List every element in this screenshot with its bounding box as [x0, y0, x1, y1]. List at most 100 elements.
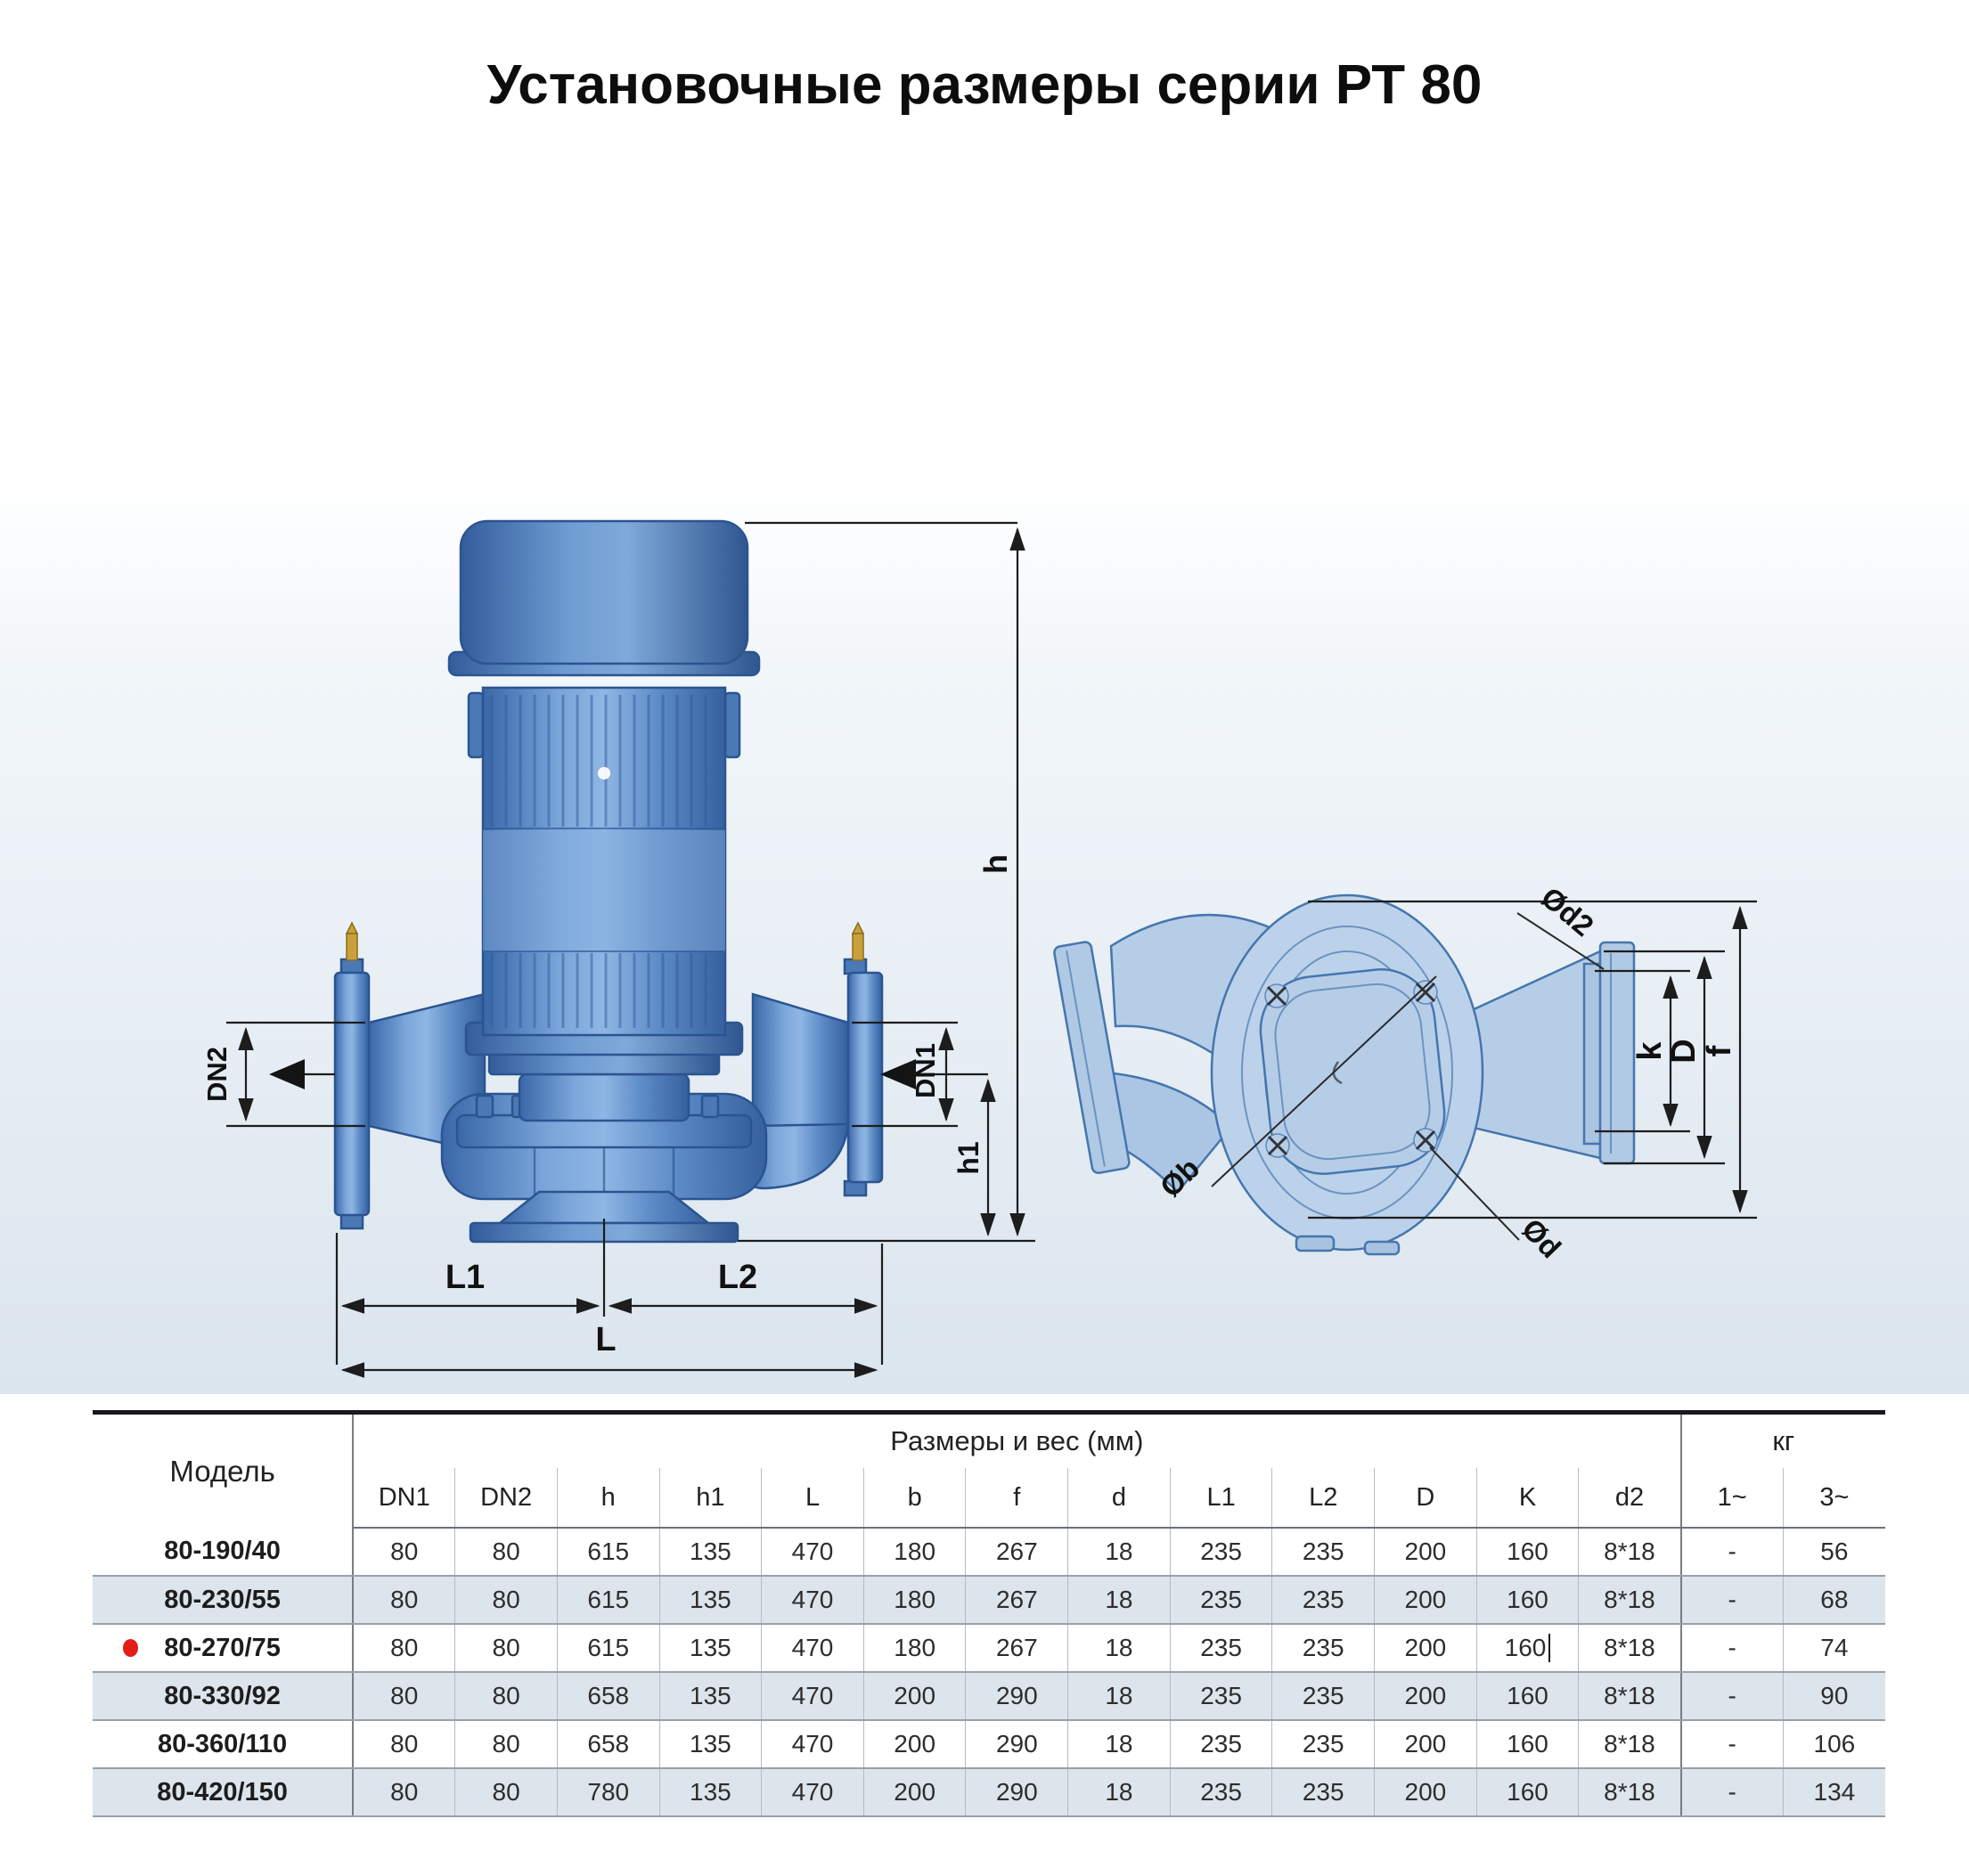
drain-plug — [346, 933, 358, 961]
column-header: L2 — [1271, 1468, 1375, 1529]
value-cell: 18 — [1067, 1528, 1171, 1577]
value-cell: 235 — [1271, 1672, 1375, 1721]
value-cell: 18 — [1067, 1768, 1171, 1817]
dimensions-table: Модель Размеры и вес (мм) кг DN1 DN2 h h… — [93, 1410, 1885, 1817]
value-cell: 290 — [965, 1720, 1068, 1769]
value-cell: 290 — [965, 1768, 1068, 1817]
value-cell: 200 — [1374, 1624, 1477, 1673]
bearing-cover — [1259, 968, 1446, 1175]
value-cell: 160 — [1475, 1768, 1579, 1817]
dim-label-k: k — [1631, 1041, 1669, 1061]
value-cell: 235 — [1169, 1768, 1272, 1817]
model-cell: 80-330/92 — [93, 1672, 355, 1721]
column-header: L — [761, 1468, 864, 1529]
column-header: 1~ — [1679, 1468, 1784, 1529]
value-cell: 80 — [454, 1672, 558, 1721]
value-cell: 200 — [1374, 1768, 1477, 1817]
value-cell: 200 — [862, 1720, 966, 1769]
column-header: DN2 — [454, 1468, 558, 1529]
value-cell: 74 — [1782, 1624, 1885, 1673]
value-cell: 80 — [454, 1576, 558, 1625]
dim-label-big-d: D — [1665, 1039, 1703, 1063]
value-cell: 235 — [1271, 1768, 1375, 1817]
value-cell: 267 — [965, 1528, 1068, 1577]
value-cell: 235 — [1271, 1720, 1375, 1769]
value-cell: 80 — [352, 1624, 455, 1673]
value-cell: 180 — [862, 1576, 966, 1625]
value-cell: 200 — [1374, 1672, 1477, 1721]
side-view-drawing: h h1 DN1 DN2 L1 L2 L — [201, 519, 1035, 1378]
value-cell: 615 — [556, 1528, 660, 1577]
column-header-model: Модель — [93, 1412, 355, 1528]
value-cell: 200 — [1374, 1576, 1477, 1625]
value-cell: 200 — [862, 1768, 966, 1817]
suction-flange — [333, 921, 371, 1230]
value-cell: 658 — [556, 1720, 660, 1769]
dim-label-dn1: DN1 — [910, 1043, 941, 1098]
dim-label-l: L — [595, 1321, 616, 1358]
value-cell: - — [1679, 1720, 1784, 1769]
column-header: L1 — [1169, 1468, 1272, 1529]
value-cell: 780 — [556, 1768, 660, 1817]
value-cell: 235 — [1271, 1528, 1375, 1577]
value-cell: 200 — [862, 1672, 966, 1721]
model-cell: 80-420/150 — [93, 1768, 355, 1817]
value-cell: 470 — [761, 1528, 864, 1577]
column-header: d2 — [1578, 1468, 1681, 1529]
dim-label-h: h — [977, 854, 1014, 874]
value-cell: 18 — [1067, 1672, 1171, 1721]
value-cell: 80 — [454, 1720, 558, 1769]
value-cell: - — [1679, 1768, 1784, 1817]
value-cell: 160 — [1475, 1720, 1579, 1769]
value-cell: 470 — [761, 1624, 864, 1673]
top-discharge-flange — [1598, 941, 1636, 1165]
value-cell: 80 — [352, 1528, 455, 1577]
value-cell: 200 — [1374, 1720, 1477, 1769]
value-cell: 8*18 — [1578, 1768, 1681, 1817]
value-cell: 106 — [1782, 1720, 1885, 1769]
value-cell: 135 — [658, 1576, 762, 1625]
dim-label-l1: L1 — [445, 1259, 485, 1296]
top-view-body — [1053, 893, 1636, 1256]
model-cell: 80-360/110 — [93, 1720, 355, 1769]
value-cell: 658 — [556, 1672, 660, 1721]
model-cell: 80-270/75 — [93, 1624, 355, 1673]
value-cell: 470 — [761, 1768, 864, 1817]
column-header: d — [1067, 1468, 1171, 1529]
value-cell: 135 — [658, 1672, 762, 1721]
value-cell: 135 — [658, 1624, 762, 1673]
group-header-dimensions: Размеры и вес (мм) — [890, 1425, 1144, 1456]
red-marker-dot — [123, 1639, 138, 1657]
value-cell: 56 — [1782, 1528, 1885, 1577]
column-header: D — [1374, 1468, 1477, 1529]
value-cell: 615 — [556, 1624, 660, 1673]
value-cell: 235 — [1271, 1624, 1375, 1673]
column-header: 3~ — [1782, 1468, 1885, 1529]
value-cell: 470 — [761, 1720, 864, 1769]
value-cell: 200 — [1374, 1528, 1477, 1577]
value-cell: 235 — [1169, 1528, 1272, 1577]
column-header: b — [862, 1468, 966, 1529]
value-cell: 235 — [1169, 1576, 1272, 1625]
model-cell: 80-230/55 — [93, 1576, 355, 1625]
value-cell: - — [1679, 1624, 1784, 1673]
value-cell: 134 — [1782, 1768, 1885, 1817]
column-header: DN1 — [353, 1468, 455, 1529]
value-cell: 135 — [658, 1720, 762, 1769]
value-cell: - — [1679, 1528, 1784, 1577]
discharge-flange — [843, 921, 884, 1197]
value-cell: 290 — [965, 1672, 1068, 1721]
drawings-panel: h h1 DN1 DN2 L1 L2 L — [0, 338, 1969, 1394]
column-header: f — [965, 1468, 1068, 1529]
top-suction-flange — [1053, 941, 1131, 1174]
flow-arrow-dn2 — [269, 1059, 305, 1089]
value-cell: 160 — [1475, 1528, 1579, 1577]
bolt-marks — [1264, 980, 1438, 1158]
value-cell: 267 — [965, 1576, 1068, 1625]
